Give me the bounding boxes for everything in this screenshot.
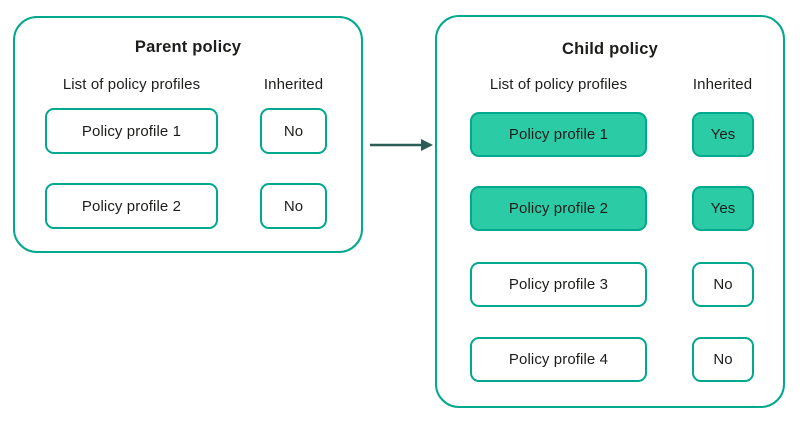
arrow-right-icon	[370, 139, 433, 151]
child-policy-profile-box: Policy profile 2	[470, 186, 647, 231]
parent-inherited-value-box: No	[260, 183, 327, 229]
child-inherited-value-box: Yes	[692, 186, 754, 231]
child-inherited-value-box: Yes	[692, 112, 754, 157]
parent-policy-profile-box: Policy profile 2	[45, 183, 218, 229]
child-policy-panel: Child policy List of policy profiles Inh…	[435, 15, 785, 408]
parent-policy-panel: Parent policy List of policy profiles In…	[13, 16, 363, 253]
parent-column-header-profiles: List of policy profiles	[62, 76, 201, 93]
child-policy-title: Child policy	[562, 40, 658, 58]
child-policy-profile-box: Policy profile 3	[470, 262, 647, 307]
child-inherited-value-box: No	[692, 262, 754, 307]
child-column-header-profiles: List of policy profiles	[489, 76, 628, 93]
parent-policy-title: Parent policy	[134, 38, 242, 56]
parent-inherited-value-box: No	[260, 108, 327, 154]
child-inherited-value-box: No	[692, 337, 754, 382]
parent-column-header-inherited: Inherited	[263, 76, 324, 93]
child-policy-profile-box: Policy profile 4	[470, 337, 647, 382]
child-column-header-inherited: Inherited	[692, 76, 753, 93]
parent-policy-profile-box: Policy profile 1	[45, 108, 218, 154]
child-policy-profile-box: Policy profile 1	[470, 112, 647, 157]
